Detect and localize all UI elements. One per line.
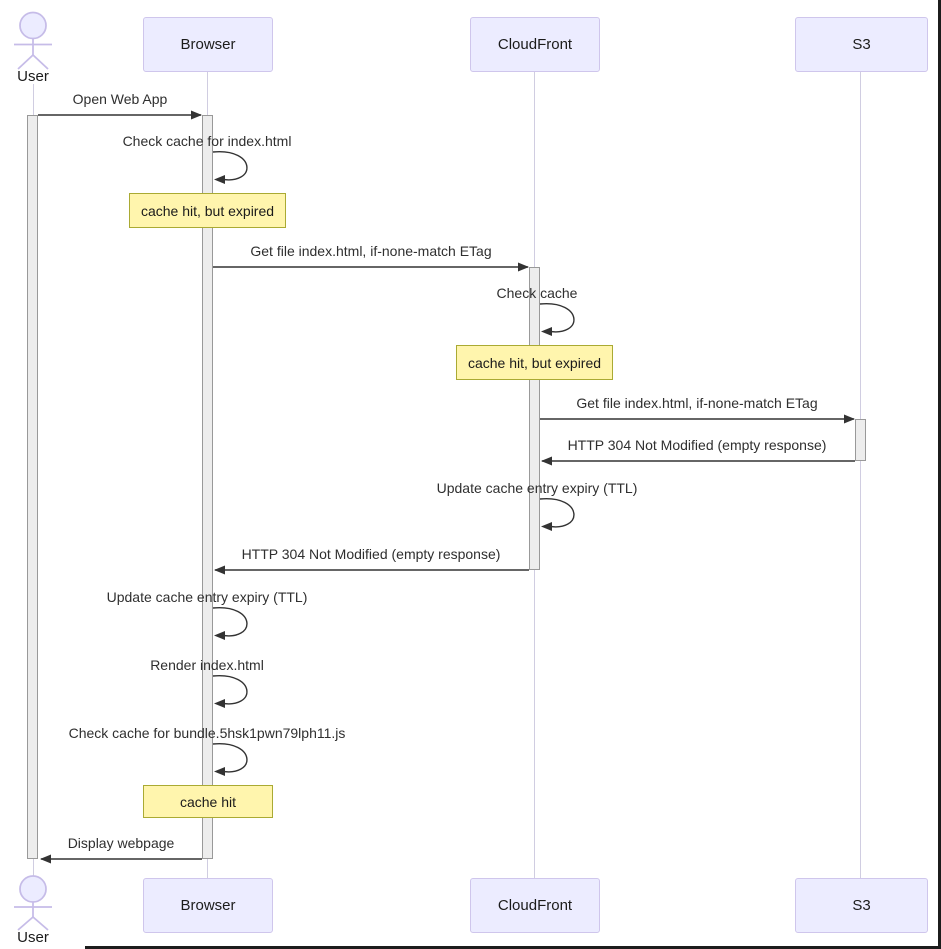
actor-box-cloudfront-top: CloudFront — [470, 17, 600, 72]
actor-label-user-bottom: User — [17, 929, 49, 946]
message-label-open-web-app: Open Web App — [72, 91, 168, 107]
activation-browser — [202, 115, 213, 859]
message-label-render-index: Render index.html — [150, 657, 264, 673]
arrowhead-update-ttl-cloudfront — [541, 522, 552, 531]
bottom-edge-border — [85, 946, 941, 949]
message-label-check-cache-cloudfront: Check cache — [496, 285, 578, 301]
self-arrow-check-cache-cloudfront — [539, 303, 575, 333]
actor-label: Browser — [180, 36, 236, 53]
right-edge-border — [938, 0, 941, 949]
user-actor-bottom-icon — [14, 875, 52, 931]
message-label-check-cache-index: Check cache for index.html — [122, 133, 292, 149]
arrowhead-open-web-app — [191, 110, 202, 120]
actor-label-user-top: User — [17, 68, 49, 85]
actor-label: CloudFront — [497, 897, 573, 914]
actor-label: S3 — [852, 897, 871, 914]
arrowhead-render-index — [214, 699, 225, 708]
lifeline-s3 — [860, 72, 861, 878]
actor-box-s3-top: S3 — [795, 17, 928, 72]
message-label-display-webpage: Display webpage — [67, 835, 175, 851]
activation-user — [27, 115, 38, 859]
arrowhead-check-cache-cloudfront — [541, 327, 552, 336]
message-label-update-ttl-browser: Update cache entry expiry (TTL) — [106, 589, 308, 605]
self-arrow-check-cache-bundle — [212, 743, 248, 773]
actor-box-s3-bottom: S3 — [795, 878, 928, 933]
self-arrow-render-index — [212, 675, 248, 705]
self-arrow-check-cache-index — [212, 151, 248, 181]
note-cache-hit-expired-cloudfront: cache hit, but expired — [456, 345, 613, 380]
note-text: cache hit, but expired — [467, 354, 602, 371]
arrowhead-304-cloudfront-browser — [214, 565, 225, 575]
activation-cloudfront — [529, 267, 540, 570]
note-text: cache hit — [179, 793, 237, 810]
message-label-get-file-cloudfront-s3: Get file index.html, if-none-match ETag — [576, 395, 818, 411]
actor-label: Browser — [180, 897, 236, 914]
message-label-304-cloudfront-browser: HTTP 304 Not Modified (empty response) — [241, 546, 501, 562]
note-cache-hit-expired-browser: cache hit, but expired — [129, 193, 286, 228]
actor-label: CloudFront — [497, 36, 573, 53]
self-arrow-update-ttl-cloudfront — [539, 498, 575, 528]
actor-box-browser-top: Browser — [143, 17, 273, 72]
actor-label: S3 — [852, 36, 871, 53]
arrowhead-update-ttl-browser — [214, 631, 225, 640]
arrowhead-304-s3-cloudfront — [541, 456, 552, 466]
actor-box-browser-bottom: Browser — [143, 878, 273, 933]
actor-box-cloudfront-bottom: CloudFront — [470, 878, 600, 933]
message-label-get-file-browser-cloudfront: Get file index.html, if-none-match ETag — [250, 243, 492, 259]
message-label-check-cache-bundle: Check cache for bundle.5hsk1pwn79lph11.j… — [68, 725, 346, 741]
user-actor-icon — [14, 11, 52, 70]
arrowhead-check-cache-bundle — [214, 767, 225, 776]
message-label-304-s3-cloudfront: HTTP 304 Not Modified (empty response) — [567, 437, 827, 453]
activation-s3 — [855, 419, 866, 461]
self-arrow-update-ttl-browser — [212, 607, 248, 637]
note-cache-hit-browser: cache hit — [143, 785, 273, 818]
arrowhead-check-cache-index — [214, 175, 225, 184]
arrowhead-get-file-browser-cloudfront — [518, 262, 529, 272]
message-label-update-ttl-cloudfront: Update cache entry expiry (TTL) — [436, 480, 638, 496]
arrowhead-display-webpage — [40, 854, 51, 864]
arrowhead-get-file-cloudfront-s3 — [844, 414, 855, 424]
note-text: cache hit, but expired — [140, 202, 275, 219]
